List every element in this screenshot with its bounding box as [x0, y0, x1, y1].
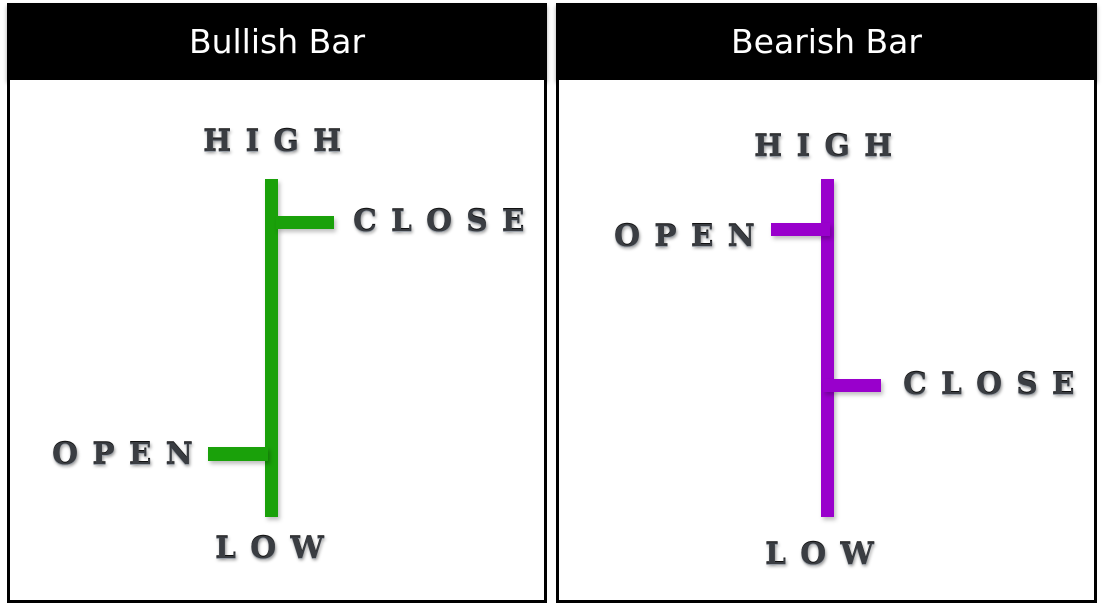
bearish-close-tick — [823, 379, 881, 392]
bearish-close-label: CLOSE — [903, 367, 1089, 402]
bearish-bar-title: Bearish Bar — [556, 3, 1097, 80]
bullish-close-label: CLOSE — [353, 204, 539, 239]
bearish-open-label: OPEN — [614, 219, 769, 254]
bullish-open-label: OPEN — [52, 437, 207, 472]
bearish-vertical-bar — [821, 179, 834, 517]
bearish-high-label: HIGH — [754, 129, 907, 164]
bullish-close-tick — [276, 216, 334, 229]
bullish-open-tick — [208, 447, 268, 461]
bullish-high-label: HIGH — [203, 124, 356, 159]
bullish-vertical-bar — [265, 179, 278, 517]
bearish-low-label: LOW — [765, 537, 888, 572]
bullish-bar-title: Bullish Bar — [7, 3, 547, 80]
bearish-open-tick — [771, 223, 830, 236]
bullish-low-label: LOW — [215, 531, 338, 566]
